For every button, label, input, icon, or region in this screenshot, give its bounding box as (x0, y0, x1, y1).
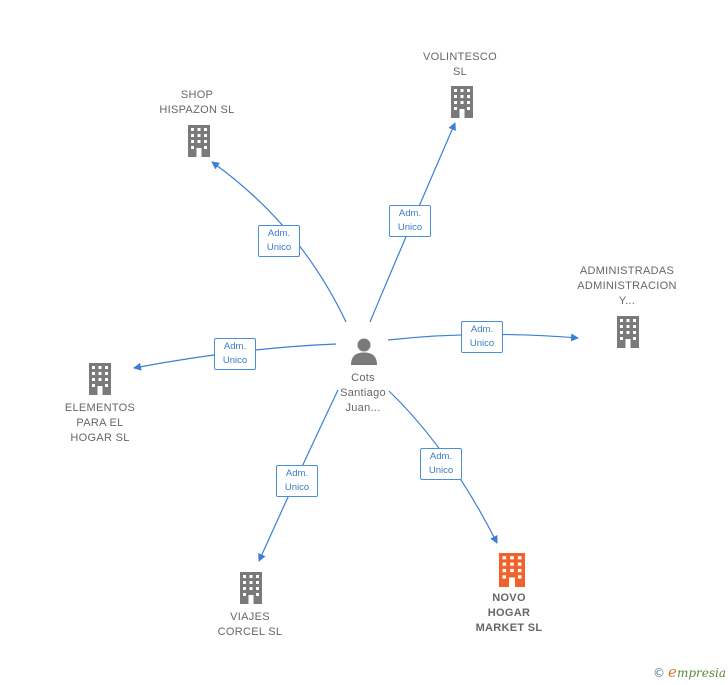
edge-role-line1: Adm. (470, 324, 494, 335)
building-icon[interactable] (188, 125, 210, 157)
person-icon[interactable] (349, 336, 379, 366)
edge-label-administradas[interactable]: Adm. Unico (461, 321, 503, 353)
company-name-shop-hispazon[interactable]: SHOP HISPAZON SL (159, 89, 235, 116)
edge-role-line2: Unico (284, 482, 310, 493)
company-name-elementos[interactable]: ELEMENTOS PARA EL HOGAR SL (64, 402, 136, 444)
brand-footer: ©empresia (653, 663, 726, 681)
edge-role-line2: Unico (397, 222, 423, 233)
edge-label-shop-hispazon[interactable]: Adm. Unico (258, 225, 300, 257)
edge-label-volintesco[interactable]: Adm. Unico (389, 205, 431, 237)
building-icon[interactable] (89, 363, 111, 395)
center-person-name[interactable]: Cots Santiago Juan... (340, 372, 386, 414)
edge-label-viajes-corcel[interactable]: Adm. Unico (276, 465, 318, 497)
edge-label-elementos[interactable]: Adm. Unico (214, 338, 256, 370)
edge-role-line2: Unico (266, 242, 292, 253)
edge-role-line1: Adm. (285, 468, 309, 479)
copyright-icon: © (653, 666, 666, 680)
edge-role-line2: Unico (222, 355, 248, 366)
edge-role-line2: Unico (428, 465, 454, 476)
edge-label-novo-hogar[interactable]: Adm. Unico (420, 448, 462, 480)
building-icon-highlighted[interactable] (499, 553, 525, 587)
company-name-viajes-corcel[interactable]: VIAJES CORCEL SL (217, 611, 283, 638)
edge-role-line2: Unico (469, 338, 495, 349)
brand-logo-text: mpresia (676, 666, 726, 680)
company-name-administradas[interactable]: ADMINISTRADAS ADMINISTRACION Y... (577, 265, 677, 307)
edge-role-line1: Adm. (398, 208, 422, 219)
building-icon[interactable] (240, 572, 262, 604)
brand-logo-initial: e (668, 663, 677, 681)
edge-role-line1: Adm. (267, 228, 291, 239)
edge-role-line1: Adm. (429, 451, 453, 462)
company-name-novo-hogar[interactable]: NOVO HOGAR MARKET SL (475, 592, 543, 634)
company-name-volintesco[interactable]: VOLINTESCO SL (423, 51, 497, 78)
building-icon[interactable] (451, 86, 473, 118)
edge-role-line1: Adm. (223, 341, 247, 352)
building-icon[interactable] (617, 316, 639, 348)
